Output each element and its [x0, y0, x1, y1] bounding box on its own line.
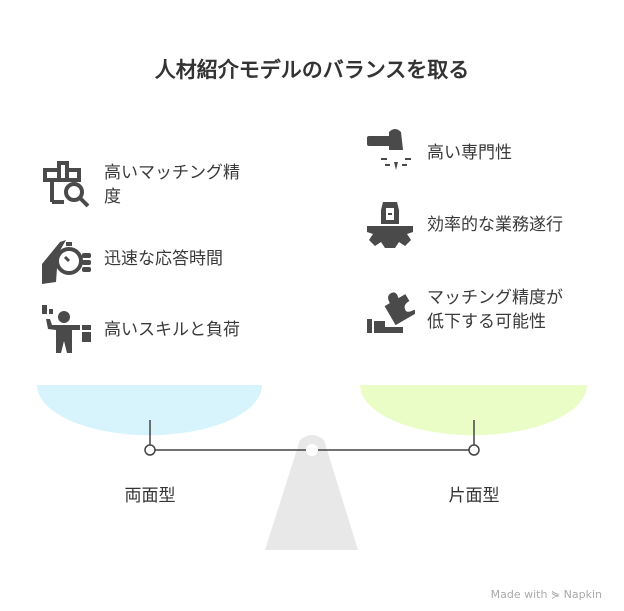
- left-item-1: 高いマッチング精度: [42, 160, 254, 210]
- right-item-3: マッチング精度が低下する可能性: [365, 285, 577, 335]
- item-text: 迅速な応答時間: [104, 249, 223, 269]
- stopwatch-hand-icon: [42, 240, 91, 284]
- item-text: 効率的な業務遂行: [427, 215, 563, 235]
- page-title: 人材紹介モデルのバランスを取る: [154, 58, 470, 82]
- person-juggling-icon: [42, 305, 91, 353]
- left-pivot: [144, 444, 156, 456]
- left-item-3: 高いスキルと負荷: [42, 305, 254, 355]
- right-item-2: 効率的な業務遂行: [365, 200, 577, 250]
- left-item-2: 迅速な応答時間: [42, 234, 223, 284]
- item-text: 高いスキルと負荷: [104, 320, 240, 340]
- gear-building-icon: [367, 202, 413, 248]
- left-pan: [37, 385, 262, 436]
- stand: [265, 435, 358, 550]
- left-model-label: 両面型: [124, 486, 176, 506]
- center-pivot: [306, 444, 318, 456]
- search-grid-icon: [43, 161, 90, 208]
- right-item-1: 高い専門性: [365, 128, 512, 178]
- item-text: 高いマッチング精度: [104, 163, 240, 207]
- hammer-icon: [367, 129, 411, 170]
- item-text: マッチング精度が低下する可能性: [427, 288, 563, 332]
- puzzle-hand-icon: [367, 292, 415, 333]
- right-model-label: 片面型: [448, 486, 500, 506]
- item-text: 高い専門性: [427, 143, 512, 163]
- right-pan: [360, 385, 587, 436]
- right-pivot: [468, 444, 480, 456]
- napkin-watermark: Made with ⋟ Napkin: [490, 588, 602, 601]
